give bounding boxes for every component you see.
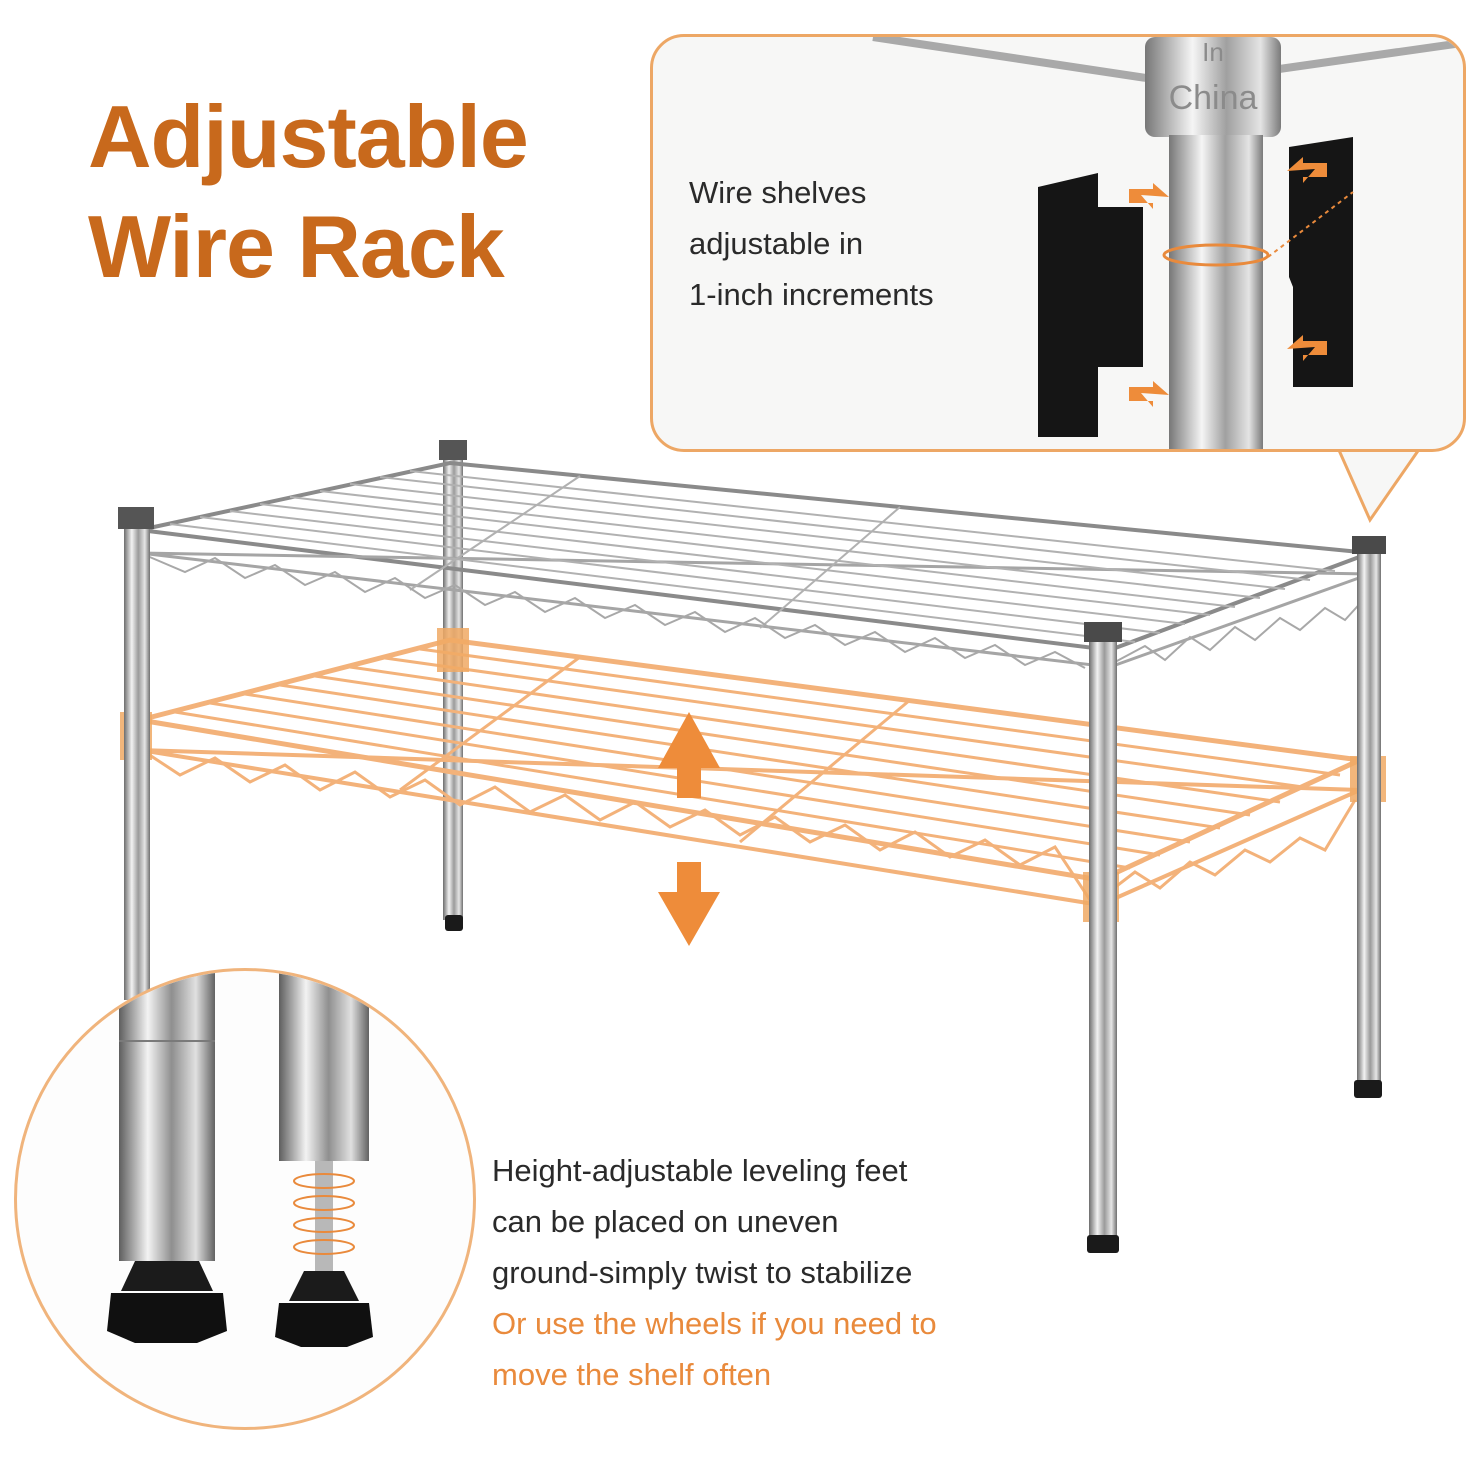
shelf-adjust-description: Wire shelves adjustable in 1-inch increm… bbox=[689, 167, 934, 320]
shelf-adjust-line-3: 1-inch increments bbox=[689, 277, 934, 312]
headline-line-1: Adjustable bbox=[88, 87, 529, 186]
pole-and-clip-illustration: In China bbox=[872, 37, 1463, 449]
shelf-adjust-line-1: Wire shelves bbox=[689, 175, 867, 210]
wheels-line-2: move the shelf often bbox=[492, 1357, 772, 1392]
headline-line-2: Wire Rack bbox=[88, 197, 505, 296]
pole-stamp-line-2: China bbox=[1169, 79, 1258, 117]
leveling-feet-illustration bbox=[107, 971, 373, 1347]
front-right-pole bbox=[1084, 622, 1122, 1253]
shelf-adjust-line-2: adjustable in bbox=[689, 226, 864, 261]
front-left-pole bbox=[118, 507, 154, 1000]
headline: Adjustable Wire Rack bbox=[88, 82, 529, 302]
leveling-feet-description: Height-adjustable leveling feet can be p… bbox=[492, 1145, 937, 1400]
wheels-line-1: Or use the wheels if you need to bbox=[492, 1306, 937, 1341]
adjust-up-arrow bbox=[658, 712, 720, 798]
leveling-feet-detail bbox=[14, 968, 476, 1430]
adjustable-lower-shelf bbox=[120, 628, 1386, 922]
adjust-down-arrow bbox=[658, 862, 720, 946]
back-left-pole bbox=[439, 440, 467, 931]
feet-line-1: Height-adjustable leveling feet bbox=[492, 1153, 908, 1188]
feet-line-3: ground-simply twist to stabilize bbox=[492, 1255, 913, 1290]
callout-pointer bbox=[1335, 442, 1423, 524]
back-right-pole bbox=[1352, 536, 1386, 1098]
feet-line-2: can be placed on uneven bbox=[492, 1204, 839, 1239]
pole-stamp-line-1: In bbox=[1202, 37, 1224, 67]
shelf-clip-detail-callout: In China Wire shelves adjustable in 1-in… bbox=[650, 34, 1466, 452]
top-wire-shelf bbox=[138, 460, 1371, 669]
